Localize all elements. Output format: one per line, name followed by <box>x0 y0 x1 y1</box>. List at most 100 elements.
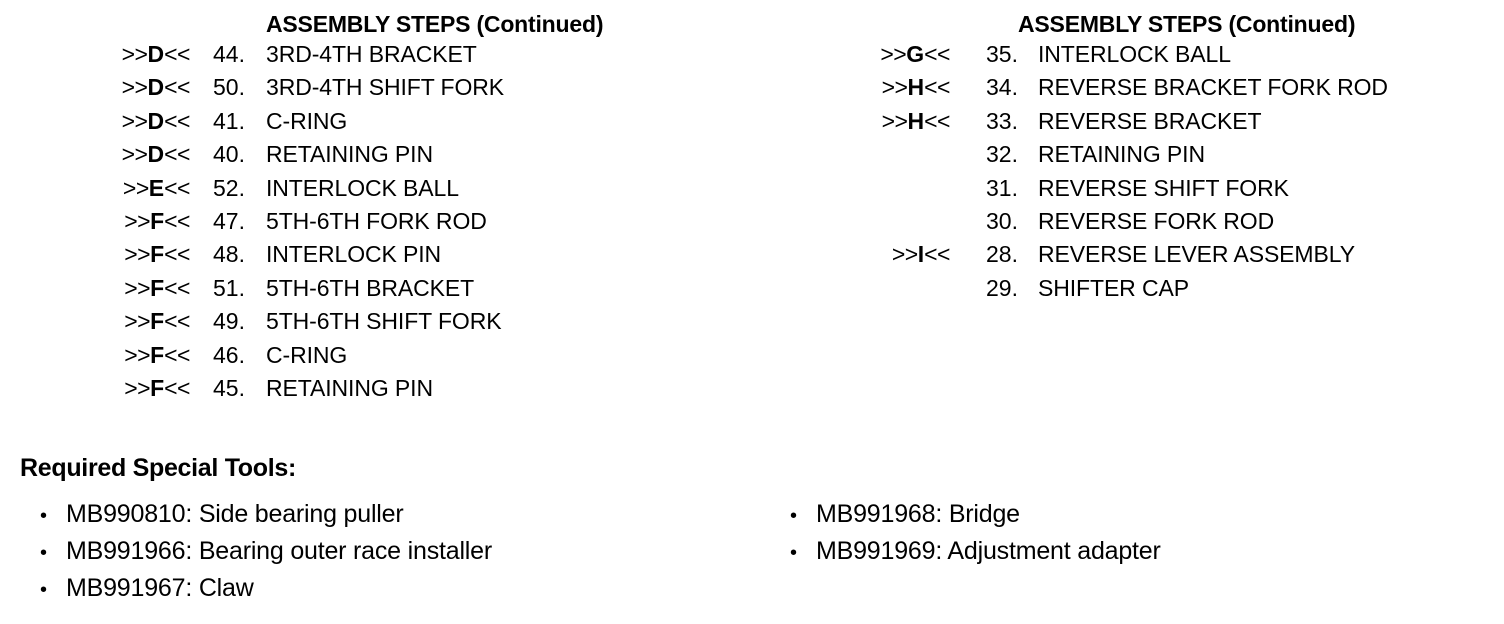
step-marker: >>F<< <box>0 339 190 372</box>
step-number: 35. <box>986 41 1018 67</box>
step-number: 45. <box>213 374 245 401</box>
step-description: RETAINING PIN <box>266 374 433 401</box>
marker-letter: F <box>150 274 165 301</box>
marker-open-chevrons: >> <box>124 341 151 368</box>
marker-close-chevrons: << <box>924 107 950 134</box>
marker-close-chevrons: << <box>164 207 190 234</box>
assembly-step-row: >>H<<34.REVERSE BRACKET FORK ROD <box>820 71 1504 104</box>
assembly-step-row: >>D<< 40. RETAINING PIN <box>0 138 760 171</box>
marker-letter: F <box>150 341 165 368</box>
step-number: 50. <box>213 74 245 101</box>
marker-letter: H <box>907 107 925 134</box>
marker-open-chevrons: >> <box>124 207 151 234</box>
step-number: 28. <box>986 241 1018 268</box>
marker-letter: D <box>147 74 165 101</box>
assembly-step-row: 31. REVERSE SHIFT FORK <box>820 172 1504 205</box>
assembly-steps-list-right: >>G<<35.INTERLOCK BALL>>H<<34.REVERSE BR… <box>820 38 1504 305</box>
step-marker: >>E<< <box>0 172 191 205</box>
marker-open-chevrons: >> <box>124 374 151 401</box>
step-description: 3RD-4TH BRACKET <box>266 41 477 67</box>
marker-open-chevrons: >> <box>124 241 151 268</box>
step-marker: >>D<< <box>0 138 191 171</box>
step-number: 49. <box>213 308 245 335</box>
tool-label: MB991968: Bridge <box>816 500 1020 528</box>
step-description: 3RD-4TH SHIFT FORK <box>266 74 505 101</box>
marker-open-chevrons: >> <box>880 41 907 67</box>
step-description: 5TH-6TH SHIFT FORK <box>266 308 502 335</box>
marker-open-chevrons: >> <box>881 74 908 101</box>
marker-open-chevrons: >> <box>122 174 149 201</box>
marker-close-chevrons: << <box>164 274 190 301</box>
marker-open-chevrons: >> <box>124 308 151 335</box>
step-description: 5TH-6TH BRACKET <box>266 274 475 301</box>
required-special-tools-title: Required Special Tools: <box>20 454 297 482</box>
step-number: 52. <box>213 174 245 201</box>
marker-letter: G <box>906 41 925 67</box>
bullet-icon: • <box>790 505 798 527</box>
marker-letter: H <box>907 74 925 101</box>
marker-letter: E <box>148 174 165 201</box>
assembly-step-row: >>D<<50.3RD-4TH SHIFT FORK <box>0 71 760 104</box>
marker-close-chevrons: << <box>924 74 950 101</box>
marker-open-chevrons: >> <box>121 41 148 67</box>
step-number: 32. <box>986 141 1018 168</box>
step-description: INTERLOCK BALL <box>1038 41 1231 67</box>
assembly-step-row: 29. SHIFTER CAP <box>820 272 1504 305</box>
step-marker: >>F<< <box>0 205 190 238</box>
marker-open-chevrons: >> <box>881 107 908 134</box>
step-description: RETAINING PIN <box>266 141 433 168</box>
tool-label: MB991967: Claw <box>66 574 254 602</box>
step-description: RETAINING PIN <box>1038 141 1205 168</box>
assembly-step-row: >>D<<41.C-RING <box>0 105 760 138</box>
tool-label: MB990810: Side bearing puller <box>66 500 404 528</box>
step-description: 5TH-6TH FORK ROD <box>266 207 487 234</box>
step-marker: >>G<< <box>820 38 950 71</box>
assembly-step-row: >>F<<51.5TH-6TH BRACKET <box>0 272 760 305</box>
marker-close-chevrons: << <box>924 241 950 268</box>
step-marker: >>H<< <box>820 71 951 104</box>
marker-letter: F <box>150 374 165 401</box>
marker-close-chevrons: << <box>164 107 190 134</box>
tools-list-left: •MB990810: Side bearing puller•MB991966:… <box>40 496 492 607</box>
step-number: 31. <box>986 174 1018 201</box>
assembly-steps-header-left: ASSEMBLY STEPS (Continued) <box>266 11 604 37</box>
marker-close-chevrons: << <box>164 341 190 368</box>
step-marker: >>F<< <box>0 238 190 271</box>
step-number: 46. <box>213 341 245 368</box>
assembly-step-row: >>F<< 47. 5TH-6TH FORK ROD <box>0 205 760 238</box>
step-number: 44. <box>213 41 245 67</box>
assembly-step-row: >>D<< 44. 3RD-4TH BRACKET <box>0 38 760 71</box>
step-description: REVERSE SHIFT FORK <box>1038 174 1289 201</box>
assembly-step-row: >>I<<28.REVERSE LEVER ASSEMBLY <box>820 238 1504 271</box>
step-marker: >>F<< <box>0 372 190 405</box>
assembly-step-row: >>G<< 35. INTERLOCK BALL <box>820 38 1504 71</box>
tool-list-item: •MB991967: Claw <box>40 570 492 607</box>
marker-letter: F <box>150 308 165 335</box>
assembly-step-row: >>H<<33.REVERSE BRACKET <box>820 105 1504 138</box>
marker-letter: D <box>147 141 165 168</box>
tools-list-right: •MB991968: Bridge•MB991969: Adjustment a… <box>790 496 1161 570</box>
marker-close-chevrons: << <box>164 308 190 335</box>
step-marker: >>D<< <box>0 38 191 71</box>
step-description: REVERSE BRACKET <box>1038 107 1262 134</box>
step-number: 40. <box>213 141 245 168</box>
step-marker: >>I<< <box>820 238 951 271</box>
marker-close-chevrons: << <box>164 41 190 67</box>
marker-close-chevrons: << <box>164 241 190 268</box>
step-number: 51. <box>213 274 245 301</box>
step-description: C-RING <box>266 107 348 134</box>
marker-open-chevrons: >> <box>121 141 148 168</box>
tool-list-item: •MB990810: Side bearing puller <box>40 496 492 533</box>
marker-close-chevrons: << <box>924 41 950 67</box>
marker-letter: I <box>917 241 925 268</box>
marker-open-chevrons: >> <box>891 241 918 268</box>
marker-close-chevrons: << <box>164 74 190 101</box>
step-description: SHIFTER CAP <box>1038 274 1189 301</box>
step-description: INTERLOCK BALL <box>266 174 459 201</box>
assembly-steps-list-left: >>D<<44.3RD-4TH BRACKET>>D<<50.3RD-4TH S… <box>0 38 760 405</box>
assembly-step-row: >>F<< 45. RETAINING PIN <box>0 372 760 405</box>
step-description: REVERSE BRACKET FORK ROD <box>1038 74 1388 101</box>
step-number: 47. <box>213 207 245 234</box>
step-number: 29. <box>986 274 1018 301</box>
